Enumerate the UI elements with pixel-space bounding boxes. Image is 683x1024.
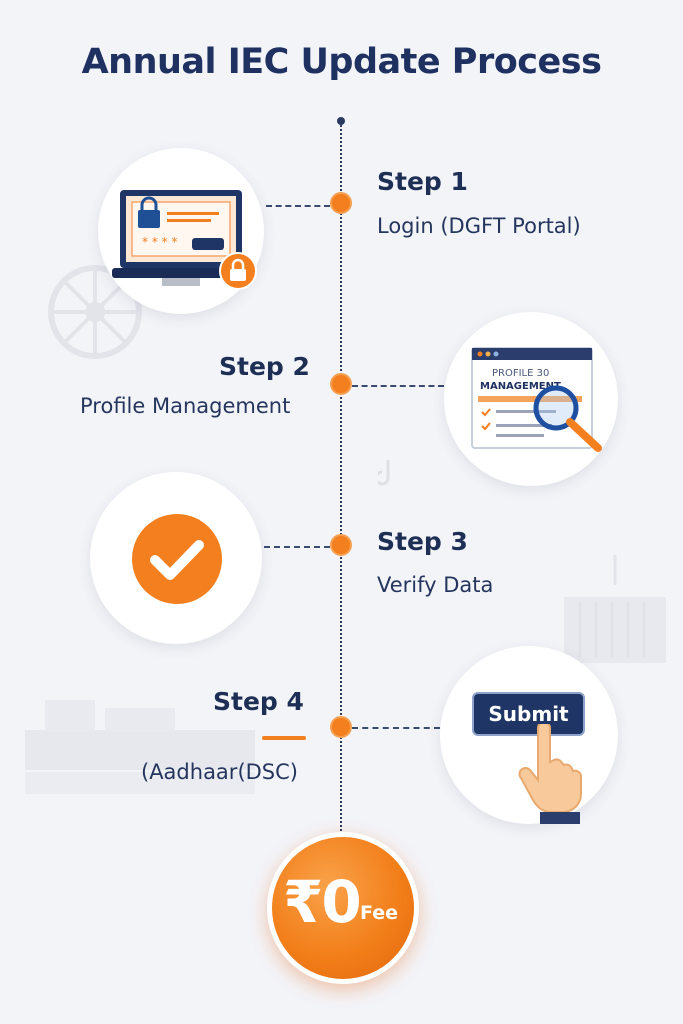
step3-node [330, 534, 352, 556]
step2-connector [352, 385, 444, 387]
step2-node [330, 373, 352, 395]
profile-doc-subheading: MANAGEMENT [480, 381, 561, 392]
step4-title: Step 4 [213, 687, 304, 716]
padlock-icon [219, 252, 257, 290]
laptop-lock-icon: * * * * [112, 190, 250, 286]
submit-button[interactable]: Submit [472, 692, 585, 736]
timeline-line [340, 122, 342, 842]
step4-connector [352, 727, 440, 729]
fee-label: Fee [360, 902, 398, 924]
step3-connector [264, 546, 330, 548]
fee-badge [267, 832, 419, 984]
step1-node [330, 192, 352, 214]
checkmark-icon [132, 514, 222, 604]
hand-pointer-icon [518, 724, 582, 824]
step1-connector [266, 205, 330, 207]
step3-title: Step 3 [377, 527, 468, 556]
page-title: Annual IEC Update Process [81, 42, 602, 82]
step2-desc: Profile Management [80, 394, 291, 418]
fee-amount: ₹0 [283, 868, 362, 936]
step4-accent-underline [262, 736, 306, 740]
background-wheel-decoration [48, 265, 142, 359]
step2-title: Step 2 [219, 352, 310, 381]
step4-node [330, 716, 352, 738]
step1-desc: Login (DGFT Portal) [377, 214, 581, 238]
background-ship-decoration [25, 700, 255, 794]
step1-title: Step 1 [377, 167, 468, 196]
login-password-text: * * * * [142, 235, 177, 249]
timeline-start-dot [337, 117, 345, 125]
profile-doc-heading: PROFILE 30 [492, 368, 549, 379]
step3-desc: Verify Data [377, 573, 494, 597]
background-hook-decoration [378, 460, 390, 486]
step4-desc: (Aadhaar(DSC) [141, 760, 298, 784]
document-magnifier-icon: PROFILE 30 MANAGEMENT [471, 347, 602, 452]
background-container-decoration [564, 555, 666, 663]
